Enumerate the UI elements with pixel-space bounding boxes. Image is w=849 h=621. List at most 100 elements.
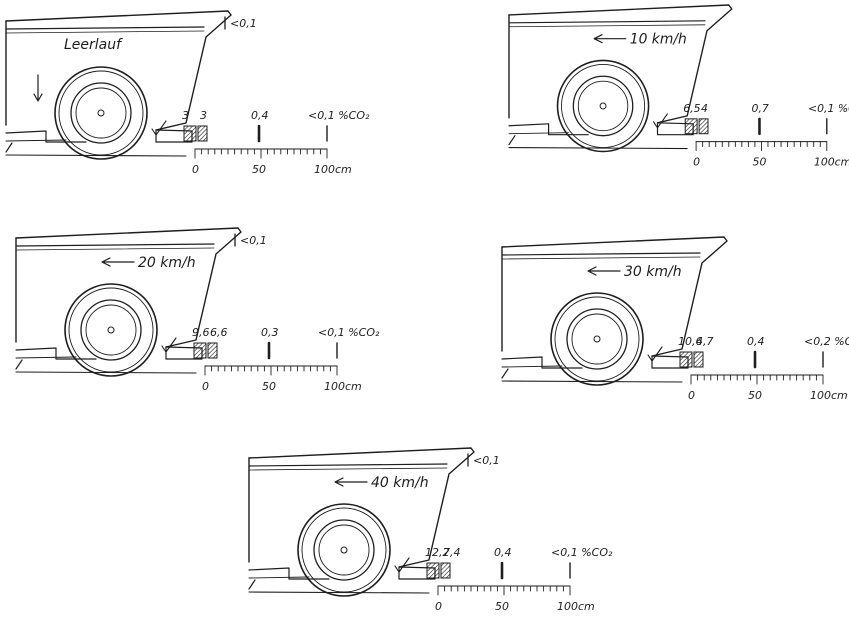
wheel-rim (313, 519, 375, 581)
reading-label-2: 7,4 (443, 546, 461, 559)
bumper-edge (248, 579, 256, 590)
scale-label-100: 100cm (314, 163, 352, 176)
roof-line (15, 243, 215, 247)
condition-label: 10 km/h (630, 32, 687, 48)
co2-box-2 (197, 125, 208, 142)
roof-line-inner (5, 30, 205, 34)
wheel-rim (80, 299, 142, 361)
exhaust-pipe (656, 122, 694, 136)
chassis-inner (501, 365, 563, 368)
wheel-tyre-inner (68, 287, 154, 373)
bumper-edge (501, 368, 509, 379)
reading-label-4: <0,1 %CO₂ (318, 326, 380, 339)
reading-label-4: <0,1 %CO₂ (808, 102, 849, 115)
roof-line-inner (248, 467, 448, 471)
ground-line (5, 154, 187, 157)
top-note-label: <0,1 (473, 454, 500, 467)
left-arrow-icon (593, 34, 627, 44)
reading-label-4: <0,1 %CO₂ (308, 109, 370, 122)
wheel-tyre (297, 503, 391, 597)
wheel-tyre (64, 283, 158, 377)
body-outline (5, 10, 232, 131)
exhaust-pipe (155, 129, 193, 143)
co2-box-1 (183, 125, 197, 142)
scale-label-0: 0 (693, 155, 700, 168)
reading-label-2: 4,7 (696, 335, 714, 348)
scale-label-50: 50 (252, 163, 266, 176)
co2-box-2 (207, 342, 218, 359)
roof-line (248, 463, 448, 467)
wheel-tyre-inner (554, 296, 640, 382)
body-outline (248, 447, 475, 568)
wheel-tyre (556, 59, 650, 153)
reading-label-3: 0,4 (494, 546, 512, 559)
reading-label-2: 4 (701, 102, 708, 115)
scale-label-0: 0 (202, 380, 209, 393)
exhaust-pipe (398, 566, 436, 580)
scale-label-50: 50 (748, 389, 762, 402)
wheel-rim (70, 82, 132, 144)
wheel-tyre-inner (561, 63, 646, 149)
top-note-label: <0,1 (240, 234, 267, 247)
ground-line (15, 371, 197, 374)
chassis-inner (15, 356, 77, 359)
co2-box-2 (440, 562, 451, 579)
body-outline (501, 236, 728, 357)
scale-label-50: 50 (753, 155, 767, 168)
bumper-edge (508, 135, 516, 146)
condition-label: 30 km/h (624, 264, 682, 280)
wheel-rim (572, 75, 634, 137)
scale-label-0: 0 (688, 389, 695, 402)
wheel-hub (340, 546, 348, 554)
reading-label-1: 9,6 (192, 326, 210, 339)
reading-label-2: 6,6 (210, 326, 228, 339)
bumper-edge (5, 142, 13, 153)
ground-line (508, 147, 688, 150)
reading-label-3: 0,7 (752, 102, 769, 115)
top-note-label: <0,1 (230, 17, 257, 30)
ground-line (501, 380, 683, 383)
reading-label-1: 10,6 (678, 335, 703, 348)
wheel-rim-inner (75, 87, 127, 139)
co2-box-2 (693, 351, 704, 368)
reading-label-1: 6,5 (683, 102, 700, 115)
reading-label-3: 0,4 (747, 335, 765, 348)
wheel-tyre (550, 292, 644, 386)
left-arrow-icon (334, 477, 368, 487)
chassis-inner (508, 132, 569, 135)
condition-label: 40 km/h (371, 475, 429, 491)
roof-line (5, 26, 205, 30)
reading-label-4: <0,1 %CO₂ (551, 546, 613, 559)
exhaust-pipe (651, 355, 689, 369)
co2-box-1 (679, 351, 693, 368)
wheel-rim-inner (85, 304, 137, 356)
reading-label-4: <0,2 %CO₂ (804, 335, 849, 348)
condition-label: 20 km/h (138, 255, 196, 271)
chassis-inner (248, 576, 310, 579)
co2-box-2 (698, 118, 709, 135)
ground-line (248, 591, 430, 594)
wheel-rim-inner (318, 524, 370, 576)
reading-label-1: 12,2 (425, 546, 450, 559)
scale-label-0: 0 (192, 163, 199, 176)
left-arrow-icon (587, 266, 621, 276)
roof-line-inner (508, 24, 706, 28)
co2-box-1 (193, 342, 207, 359)
exhaust-pipe (165, 346, 203, 360)
roof-line (501, 252, 701, 256)
reading-label-1: 3 (182, 109, 189, 122)
left-arrow-icon (101, 257, 135, 267)
wheel-hub (599, 102, 607, 110)
body-outline (15, 227, 242, 348)
roof-line-inner (15, 247, 215, 251)
scale-label-100: 100cm (557, 600, 595, 613)
fender-line (652, 113, 668, 129)
wheel-tyre-inner (58, 70, 144, 156)
wheel-rim-inner (571, 313, 623, 365)
roof-line-inner (501, 256, 701, 260)
body-outline (508, 4, 733, 124)
reading-label-2: 3 (200, 109, 207, 122)
scale-label-100: 100cm (814, 155, 849, 168)
